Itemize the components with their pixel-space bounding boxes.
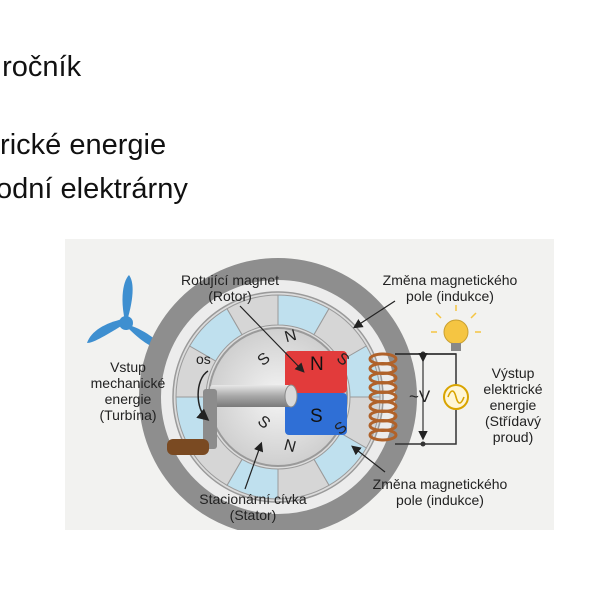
- field-bottom-label: Změna magnetického pole (indukce): [360, 476, 520, 508]
- rotor-label: Rotující magnet (Rotor): [160, 272, 300, 304]
- magnet-south: [285, 393, 347, 435]
- voltage-label: ~V: [409, 387, 431, 406]
- generator-drawing: [87, 258, 481, 530]
- output-line: (Střídavý: [484, 413, 541, 429]
- induction-coil: [368, 352, 398, 442]
- rotation-arrow: [196, 370, 210, 421]
- light-bulb-icon: [431, 305, 481, 351]
- slide-title-line1: trické energie: [0, 129, 167, 161]
- stator-label-title: Stacionární cívka: [199, 491, 307, 507]
- stator-label-sub: (Stator): [229, 507, 277, 523]
- crank-arm: [203, 389, 217, 449]
- pole-south-label: S: [310, 406, 323, 427]
- leader-field-top: [352, 300, 396, 329]
- output-line: proud): [492, 429, 534, 445]
- field-top-sub: pole (indukce): [406, 288, 494, 304]
- input-energy-label: Vstup mechanické energie (Turbína): [78, 359, 178, 423]
- input-line: (Turbína): [99, 407, 157, 423]
- output-line: elektrické: [483, 381, 543, 397]
- pole-north-label: N: [310, 354, 324, 375]
- crank-handle: [167, 439, 209, 455]
- input-line: energie: [104, 391, 152, 407]
- leader-stator: [244, 441, 264, 490]
- slide-heading-grade: . ročník: [0, 51, 82, 83]
- shaft-end: [284, 384, 298, 408]
- rotor-label-sub: (Rotor): [208, 288, 252, 304]
- ac-wave: [447, 390, 465, 404]
- leader-rotor: [239, 305, 305, 373]
- axis-label: os: [196, 351, 211, 367]
- field-bottom-sub: pole (indukce): [396, 492, 484, 508]
- rotor-label-title: Rotující magnet: [180, 272, 280, 288]
- turbine-icon: [87, 275, 163, 349]
- field-bottom-title: Změna magnetického: [372, 476, 508, 492]
- field-top-label: Změna magnetického pole (indukce): [370, 272, 530, 304]
- output-line: Výstup: [491, 365, 535, 381]
- leader-field-bottom: [351, 445, 386, 473]
- shaft: [210, 385, 292, 407]
- stator-label: Stacionární cívka (Stator): [183, 491, 323, 523]
- input-line: Vstup: [110, 359, 146, 375]
- field-top-title: Změna magnetického: [382, 272, 518, 288]
- generator-diagram: N S N S S S N S Rotující magnet (Rotor) …: [65, 239, 554, 530]
- stator-segment: [226, 294, 279, 336]
- magnet-north: [285, 351, 347, 393]
- output-energy-label: Výstup elektrické energie (Střídavý prou…: [473, 365, 553, 445]
- output-line: energie: [489, 397, 537, 413]
- coil-turn: [368, 428, 398, 442]
- input-line: mechanické: [90, 375, 166, 391]
- node-bottom: [420, 441, 426, 447]
- slide-title-line2: odní elektrárny: [0, 173, 188, 205]
- node-top: [420, 351, 426, 357]
